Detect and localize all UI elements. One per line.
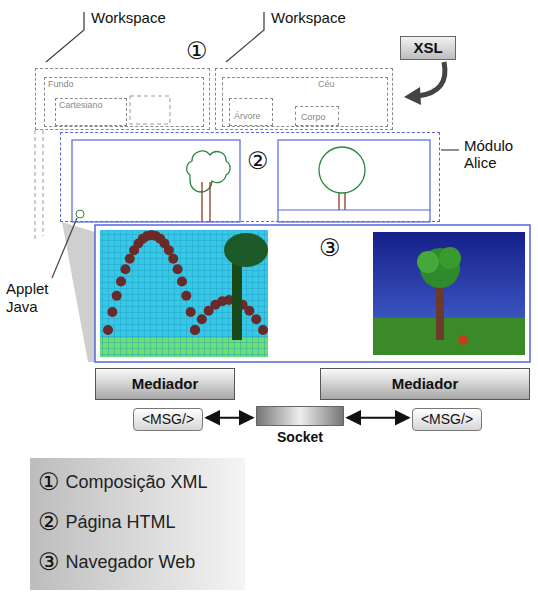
- node-label: Workspace: [271, 9, 346, 26]
- tree-trunk: [232, 260, 242, 340]
- node-label: Socket: [277, 429, 323, 445]
- tree-outline: [319, 147, 365, 193]
- dashed-box: Cartesiano: [55, 98, 127, 126]
- node-label: <MSG/>: [421, 411, 473, 427]
- ground: [373, 318, 525, 355]
- browser-frame: [95, 225, 530, 362]
- applet-mark: [76, 210, 84, 218]
- callout-number: ①: [38, 468, 60, 496]
- legend-text: Página HTML: [66, 512, 176, 533]
- html-page: [72, 140, 240, 222]
- dashed-box: Árvore: [229, 98, 273, 126]
- xsl-box: XSL: [400, 36, 456, 60]
- html-page: [278, 140, 430, 222]
- connector-arrow: [347, 417, 409, 419]
- tree-outline: [187, 151, 230, 192]
- node-label: Árvore: [234, 111, 261, 121]
- node-label: Céu: [318, 79, 335, 89]
- ball: [458, 335, 468, 345]
- workspace: CartesianoFundoWorkspace: [35, 68, 210, 130]
- dashed-box: Corpo: [295, 106, 339, 126]
- grid: [100, 230, 268, 357]
- ground-line: [278, 209, 430, 210]
- node-label: Mediador: [392, 375, 459, 392]
- tree-crown: [224, 233, 268, 267]
- bracket: [46, 12, 84, 62]
- socket-bar: Socket: [256, 406, 344, 426]
- callout-number: ②: [38, 508, 60, 536]
- legend-row: ② Página HTML: [38, 508, 176, 536]
- callout-number: ①: [185, 38, 209, 64]
- tree-crown: [417, 251, 439, 273]
- mediator-box: Mediador: [320, 368, 530, 400]
- xsl-arrow: [418, 62, 445, 96]
- callout-number: ③: [38, 548, 60, 576]
- leader-line: [441, 149, 459, 150]
- leader-line: [52, 218, 77, 278]
- tree-trunk: [436, 280, 444, 340]
- legend-row: ① Composição XML: [38, 468, 208, 496]
- legend-row: ③ Navegador Web: [38, 548, 195, 576]
- workspace: ÁrvoreCorpoCéuWorkspace: [215, 68, 393, 130]
- node-label: <MSG/>: [142, 411, 194, 427]
- xsl-arrowhead: [404, 87, 421, 105]
- node-label: Mediador: [132, 375, 199, 392]
- node-label: Fundo: [48, 79, 74, 89]
- mediator-box: Mediador: [95, 368, 235, 400]
- connector-arrow: [206, 417, 253, 419]
- legend-box: ① Composição XML ② Página HTML ③ Navegador We…: [30, 458, 245, 590]
- module-region: Módulo Alice: [60, 132, 440, 222]
- workspace-edge: [35, 130, 43, 240]
- node-label: Cartesiano: [59, 100, 103, 110]
- node-label: Workspace: [91, 9, 166, 26]
- node-label: Módulo Alice: [464, 137, 534, 172]
- callout-number: ②: [246, 148, 270, 174]
- message-box: <MSG/>: [133, 408, 203, 431]
- applet-image: [100, 230, 268, 357]
- node-label: Corpo: [301, 112, 326, 122]
- dashed-box: Cartesiano Fundo: [44, 77, 204, 127]
- legend-text: Navegador Web: [66, 552, 196, 573]
- tree-trunk: [202, 182, 210, 222]
- ball-trail: [103, 230, 268, 335]
- legend-text: Composição XML: [66, 472, 208, 493]
- tree-trunk: [339, 193, 345, 210]
- dashed-box: [130, 96, 170, 124]
- part-label: Applet Java: [6, 280, 66, 316]
- alice-image: [373, 232, 525, 355]
- bracket: [226, 12, 264, 62]
- node-label: XSL: [413, 39, 442, 56]
- message-box: <MSG/>: [412, 408, 482, 431]
- dashed-box: Árvore Corpo Céu: [222, 77, 388, 127]
- tree-crown: [439, 247, 461, 269]
- callout-number: ③: [318, 235, 342, 261]
